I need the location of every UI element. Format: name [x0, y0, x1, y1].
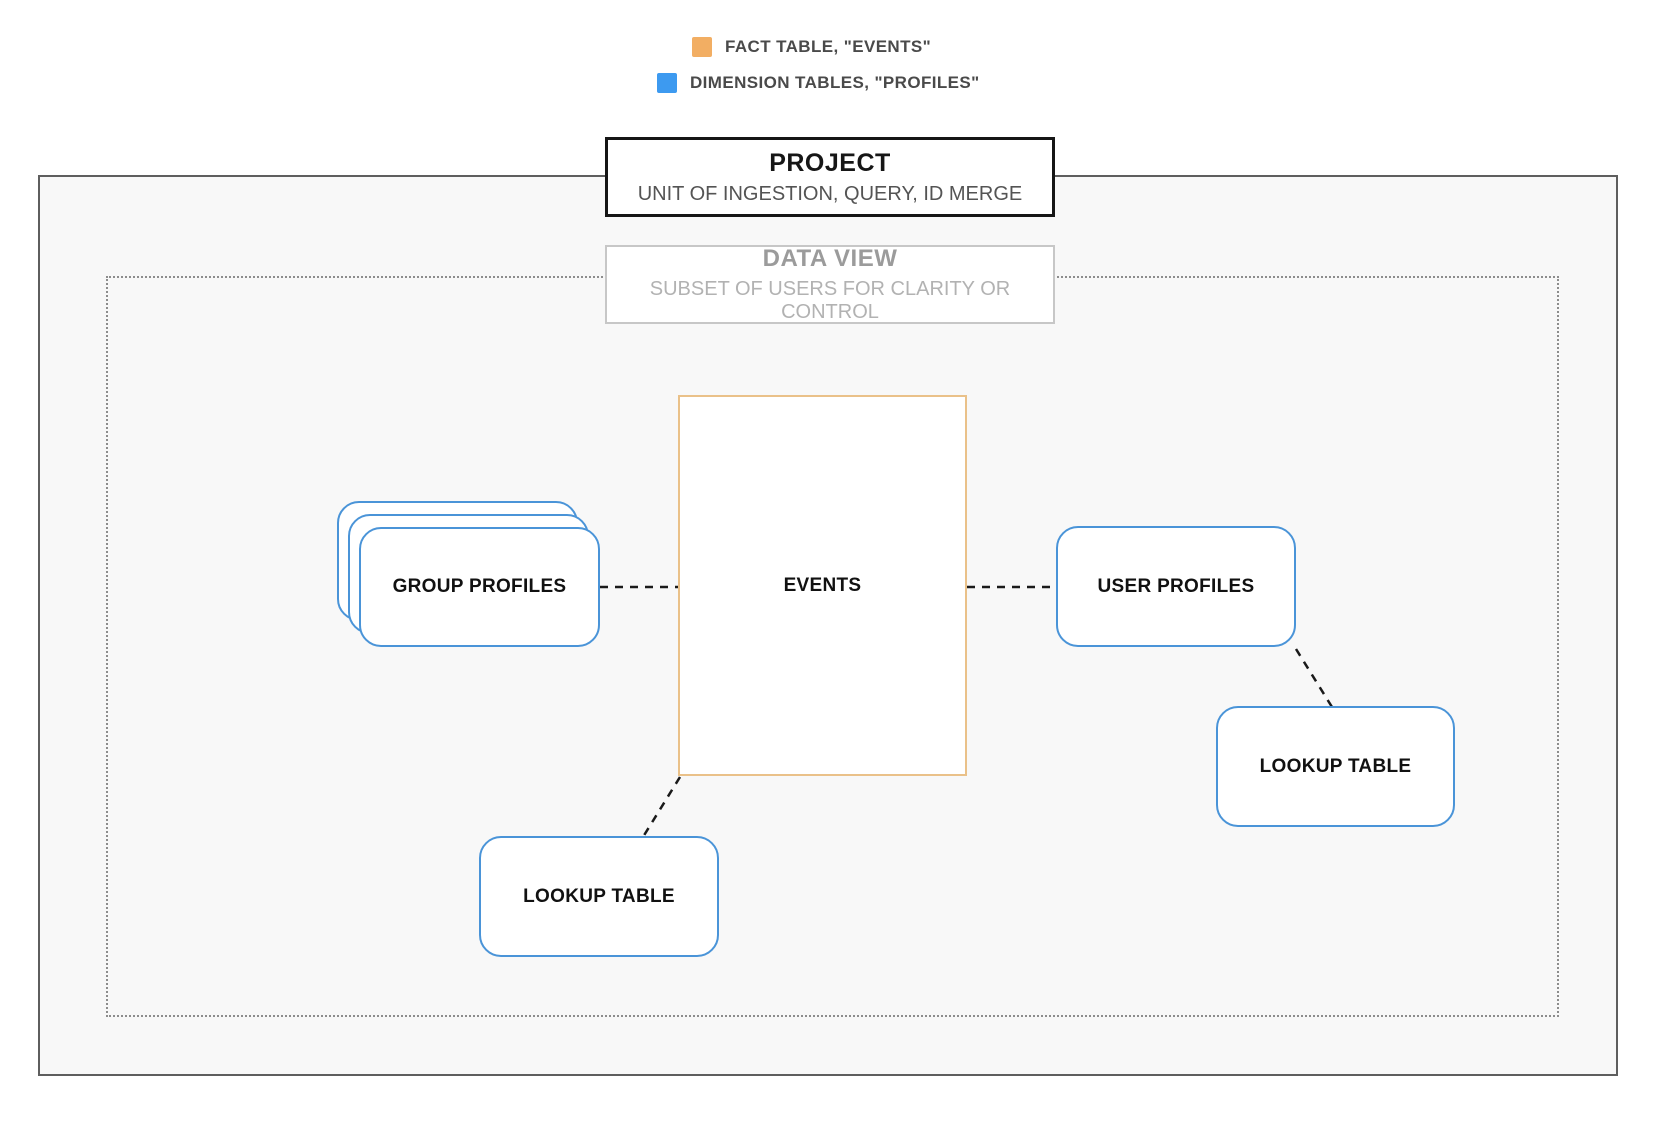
legend-fact-table-label: FACT TABLE, "EVENTS" [725, 37, 932, 56]
lookup-table-bottom-label: LOOKUP TABLE [523, 885, 675, 907]
data-view-title: DATA VIEW [762, 245, 898, 272]
user-profiles-node: USER PROFILES [1056, 526, 1296, 647]
lookup-table-right-label: LOOKUP TABLE [1259, 755, 1412, 777]
fact-table-color-swatch [692, 37, 712, 57]
legend-item-fact-table: FACT TABLE, "EVENTS" [692, 37, 931, 57]
group-profiles-label: GROUP PROFILES [392, 576, 567, 597]
data-view-title-box: DATA VIEW SUBSET OF USERS FOR CLARITY OR… [605, 245, 1055, 324]
events-fact-table-node: EVENTS [678, 395, 967, 776]
dimension-tables-color-swatch [657, 73, 677, 93]
data-view-subtitle: SUBSET OF USERS FOR CLARITY OR CONTROL [649, 278, 1011, 323]
project-subtitle: UNIT OF INGESTION, QUERY, ID MERGE [637, 182, 1023, 205]
group-profiles-node: GROUP PROFILES [359, 527, 600, 647]
events-label: EVENTS [783, 574, 862, 596]
lookup-table-right-node: LOOKUP TABLE [1216, 706, 1455, 827]
legend-item-dimension-tables: DIMENSION TABLES, "PROFILES" [657, 73, 980, 93]
project-title: PROJECT [769, 148, 891, 177]
lookup-table-bottom-node: LOOKUP TABLE [479, 836, 719, 957]
project-title-box: PROJECT UNIT OF INGESTION, QUERY, ID MER… [605, 137, 1055, 217]
user-profiles-label: USER PROFILES [1097, 575, 1255, 597]
legend-dimension-tables-label: DIMENSION TABLES, "PROFILES" [690, 73, 980, 92]
